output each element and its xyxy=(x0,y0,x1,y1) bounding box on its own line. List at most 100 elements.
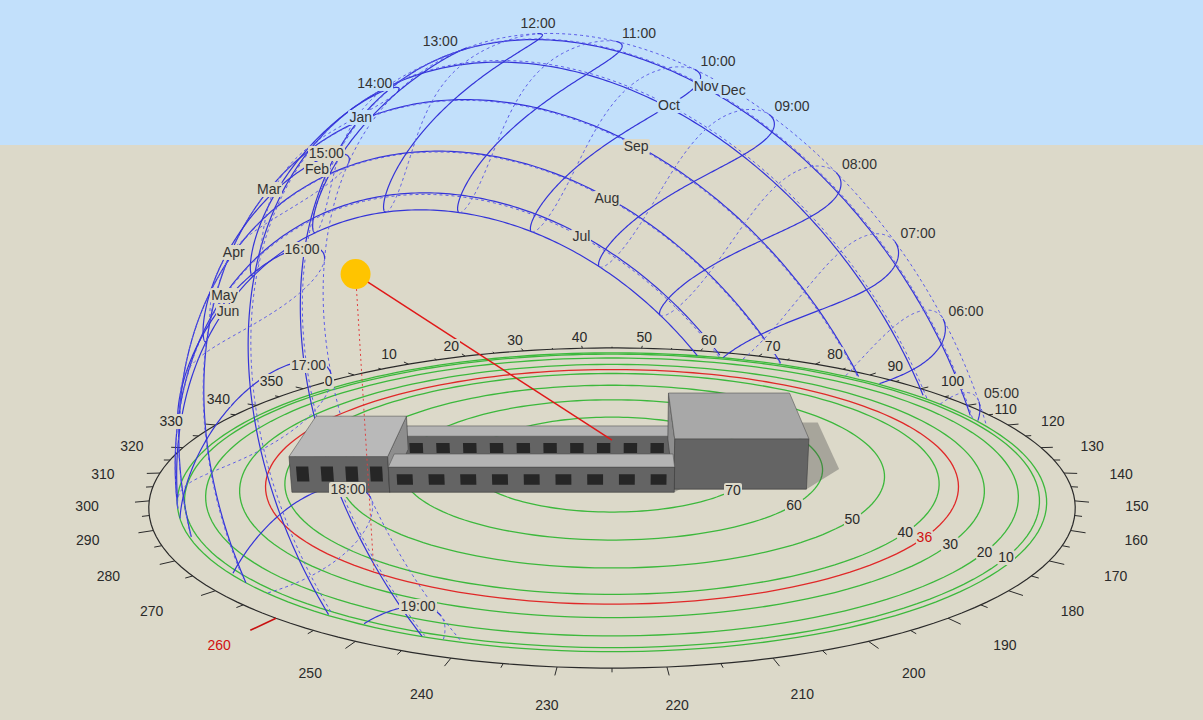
azimuth-label: 130 xyxy=(1079,439,1104,454)
building-window xyxy=(624,443,637,453)
azimuth-label: 90 xyxy=(887,359,905,374)
building-window xyxy=(543,443,557,453)
azimuth-tick xyxy=(815,362,820,364)
month-label: Nov xyxy=(693,79,720,94)
altitude-ring xyxy=(240,364,985,617)
azimuth-tick xyxy=(773,658,779,666)
altitude-ring xyxy=(339,385,884,568)
altitude-label: 20 xyxy=(976,545,994,560)
hour-line xyxy=(178,247,325,428)
azimuth-tick xyxy=(552,348,554,349)
azimuth-label: 240 xyxy=(409,687,434,702)
hour-line xyxy=(458,41,623,212)
building-roof xyxy=(388,454,674,467)
hour-line xyxy=(846,310,944,376)
sun-altitude-ring xyxy=(266,370,959,605)
azimuth-label: 10 xyxy=(380,347,398,362)
azimuth-tick xyxy=(138,531,153,533)
azimuth-label: 100 xyxy=(940,374,965,389)
azimuth-tick xyxy=(701,349,703,351)
azimuth-label: 210 xyxy=(790,687,815,702)
building-window xyxy=(321,467,334,482)
azimuth-label: 110 xyxy=(993,402,1017,417)
hour-line xyxy=(254,92,397,275)
azimuth-label: 220 xyxy=(664,698,689,713)
azimuth-label: 50 xyxy=(636,330,654,345)
month-label: Feb xyxy=(304,162,330,177)
hour-line xyxy=(459,41,617,213)
azimuth-tick xyxy=(787,359,789,360)
hour-label: 19:00 xyxy=(399,599,436,614)
azimuth-tick xyxy=(981,605,988,608)
azimuth-label: 40 xyxy=(571,330,589,345)
azimuth-tick xyxy=(521,349,523,351)
azimuth-tick xyxy=(822,651,826,655)
azimuth-tick xyxy=(612,347,613,348)
azimuth-tick xyxy=(581,346,583,348)
azimuth-label: 200 xyxy=(901,666,926,681)
building-window xyxy=(651,474,667,485)
azimuth-label: 140 xyxy=(1108,467,1133,482)
azimuth-label: 280 xyxy=(96,569,121,584)
azimuth-tick xyxy=(921,387,928,389)
azimuth-tick xyxy=(308,630,314,633)
azimuth-tick xyxy=(1009,591,1023,596)
day-path xyxy=(300,40,970,637)
azimuth-label: 350 xyxy=(259,374,284,389)
hour-line xyxy=(743,234,896,359)
month-label: Sep xyxy=(623,139,650,154)
month-label: Mar xyxy=(256,182,282,197)
azimuth-tick xyxy=(404,362,409,364)
azimuth-tick xyxy=(948,618,961,624)
azimuth-tick xyxy=(868,641,878,648)
azimuth-label: 120 xyxy=(1040,414,1065,429)
sun-ray-line xyxy=(356,274,612,440)
azimuth-tick xyxy=(135,501,149,502)
building-window xyxy=(409,443,423,453)
azimuth-label: 340 xyxy=(206,392,231,407)
azimuth-tick xyxy=(896,380,899,382)
azimuth-tick xyxy=(142,515,149,517)
building-window xyxy=(619,474,635,485)
altitude-ring xyxy=(285,373,939,594)
sun-drop-line xyxy=(356,274,374,572)
building-window xyxy=(587,474,603,485)
day-path xyxy=(175,194,719,508)
azimuth-label: 20 xyxy=(443,339,461,354)
azimuth-tick xyxy=(171,447,183,448)
hour-line xyxy=(660,173,841,315)
sun-disc xyxy=(341,259,371,289)
altitude-label: 36 xyxy=(916,530,934,545)
hour-line xyxy=(879,319,945,384)
hour-line xyxy=(723,242,898,358)
azimuth-tick xyxy=(296,387,303,389)
azimuth-tick xyxy=(147,473,160,474)
azimuth-tick xyxy=(612,668,613,672)
building-window xyxy=(345,467,358,482)
altitude-ring xyxy=(206,358,1019,636)
azimuth-tick xyxy=(1041,447,1053,448)
azimuth-tick xyxy=(435,359,437,360)
azimuth-tick xyxy=(160,561,175,564)
azimuth-tick xyxy=(493,352,494,353)
building-window xyxy=(296,467,309,482)
day-path xyxy=(204,100,859,583)
building-window xyxy=(463,443,477,453)
building-window xyxy=(597,443,610,453)
azimuth-label: 180 xyxy=(1060,604,1085,619)
altitude-label: 70 xyxy=(724,483,742,498)
building-window xyxy=(650,443,663,453)
azimuth-tick xyxy=(154,546,162,547)
building-roof xyxy=(289,416,406,456)
hour-line xyxy=(250,87,399,276)
hour-label: 16:00 xyxy=(284,242,321,257)
azimuth-tick xyxy=(843,368,846,369)
azimuth-label: 170 xyxy=(1103,569,1128,584)
day-path xyxy=(302,39,972,636)
azimuth-tick xyxy=(667,667,669,675)
hour-line xyxy=(441,615,445,639)
hour-label: 12:00 xyxy=(519,16,556,31)
azimuth-tick xyxy=(231,414,236,416)
building-window xyxy=(460,474,476,485)
